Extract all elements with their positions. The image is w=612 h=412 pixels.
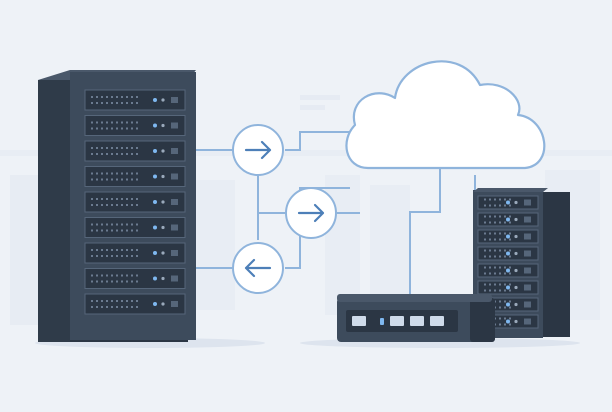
led-indicator	[506, 268, 510, 273]
rack-unit	[477, 263, 539, 278]
rack-unit	[84, 191, 186, 213]
led-indicator	[153, 302, 157, 306]
led-indicator	[153, 225, 157, 230]
rack-unit	[84, 217, 186, 238]
rack-unit	[477, 212, 539, 227]
led-indicator	[153, 200, 157, 204]
led-indicator	[153, 251, 157, 255]
connector-lines	[190, 131, 476, 298]
led-indicator	[506, 234, 510, 239]
led-indicator	[506, 251, 510, 256]
cloud-icon	[345, 60, 546, 170]
rack-units-left	[84, 89, 186, 315]
rack-unit	[477, 246, 539, 261]
server-rack-icon	[38, 70, 196, 342]
rack-unit	[477, 229, 539, 244]
led-indicator	[153, 98, 157, 102]
led-indicator	[506, 302, 510, 307]
rack-unit	[477, 195, 539, 210]
rack-units-right	[477, 195, 539, 329]
led-indicator	[506, 217, 510, 222]
led-indicator	[153, 174, 157, 179]
arrow-right-icon	[232, 124, 284, 176]
rack-unit	[477, 280, 539, 295]
arrow-right-icon	[285, 187, 337, 239]
led-indicator	[506, 319, 510, 324]
led-indicator	[153, 149, 157, 153]
rack-unit	[84, 115, 186, 136]
rack-unit	[84, 166, 186, 187]
led-indicator	[153, 276, 157, 281]
rack-unit	[84, 268, 186, 289]
led-indicator	[506, 285, 510, 290]
rack-unit	[84, 293, 186, 315]
rack-unit	[84, 140, 186, 162]
rack-unit	[84, 242, 186, 264]
led-indicator	[153, 123, 157, 128]
arrow-left-icon	[232, 242, 284, 294]
rack-unit	[84, 89, 186, 111]
network-switch-icon	[337, 294, 495, 342]
led-indicator	[506, 200, 510, 205]
